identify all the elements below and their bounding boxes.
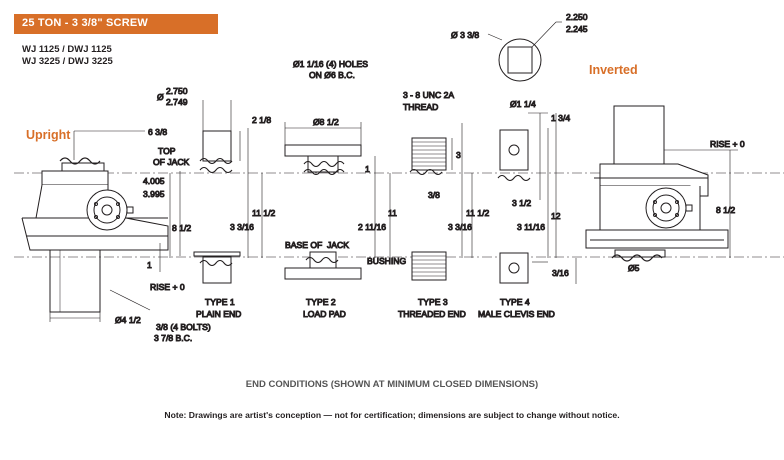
type2-dim-1: 1: [365, 164, 370, 174]
disclaimer-note: Note: Drawings are artist's conception —…: [164, 410, 620, 420]
upright-dim-8-1-2: 8 1/2: [172, 223, 191, 233]
type4-label-line1: TYPE 4: [500, 297, 530, 307]
type4-male-clevis-end: [497, 112, 557, 284]
bushing-label: BUSHING: [367, 256, 406, 266]
type3-dim-3-3-16: 3 3/16: [448, 222, 472, 232]
end-conditions-caption: END CONDITIONS (SHOWN AT MINIMUM CLOSED …: [245, 379, 539, 390]
type1-label-line1: TYPE 1: [205, 297, 235, 307]
type4-dim-dia-1-1-4: Ø1 1/4: [510, 99, 536, 109]
dim-3-995: 3.995: [143, 189, 165, 199]
dim-dia-4-1-2: Ø4 1/2: [115, 315, 141, 325]
type4-dim-3-1-2: 3 1/2: [512, 198, 531, 208]
header-bar: 25 TON - 3 3/8" SCREW: [14, 14, 218, 34]
type2-dim-11: 11: [388, 208, 397, 218]
type3-thread-line2: THREAD: [403, 102, 438, 112]
type2-holes-line2: ON Ø6 B.C.: [309, 70, 355, 80]
upright-jack: [21, 157, 169, 313]
dim-6-3-8: 6 3/8: [148, 127, 167, 137]
type2-dim-dia-8-1-2: Ø8 1/2: [313, 117, 339, 127]
top-of-jack-line2: OF JACK: [153, 157, 190, 167]
top-of-jack-line1: TOP: [158, 146, 176, 156]
type2-dim-2-11-16: 2 11/16: [358, 222, 386, 232]
type4-dim-1-3-4: 1 3/4: [551, 113, 570, 123]
type3-dim-3-8: 3/8: [428, 190, 440, 200]
type3-dim-11-1-2: 11 1/2: [466, 208, 489, 218]
model-numbers: WJ 1125 / DWJ 1125 WJ 3225 / DWJ 3225: [22, 44, 113, 68]
base-of-jack-line2: JACK: [327, 240, 349, 250]
top-view-dim-2-245: 2.245: [566, 24, 588, 34]
top-view-dim-2-250: 2.250: [566, 12, 588, 22]
type1-label-line2: PLAIN END: [196, 309, 241, 319]
type1-plain-end: [193, 100, 263, 284]
type2-label-line1: TYPE 2: [306, 297, 336, 307]
type1-dim-3-3-16: 3 3/16: [230, 222, 254, 232]
type1-dim-2-1-8: 2 1/8: [252, 115, 271, 125]
inverted-dim-3-16: 3/16: [552, 268, 569, 278]
bolt-circle-note: 3 7/8 B.C.: [154, 333, 192, 343]
upright-dimension-lines: [49, 130, 181, 322]
type3-thread-line1: 3 - 8 UNC 2A: [403, 90, 454, 100]
type3-label-line1: TYPE 3: [418, 297, 448, 307]
inverted-dim-dia-5: Ø5: [628, 263, 640, 273]
top-view-dim-3-3-8: Ø 3 3/8: [451, 30, 479, 40]
inverted-rise: RISE + 0: [710, 139, 745, 149]
inverted-dim-8-1-2: 8 1/2: [716, 205, 735, 215]
centerlines: [14, 172, 784, 258]
bolts-note: 3/8 (4 BOLTS): [156, 322, 211, 332]
type3-threaded-end: [409, 123, 473, 281]
type1-dia-bottom: 2.749: [166, 97, 188, 107]
inverted-jack: [575, 105, 738, 284]
upright-label: Upright: [26, 128, 71, 142]
top-view: [487, 21, 562, 82]
type1-dia-prefix: Ø: [157, 92, 164, 102]
upright-dim-1: 1: [147, 260, 152, 270]
dim-4-005: 4.005: [143, 176, 165, 186]
type3-dim-3: 3: [456, 150, 461, 160]
type4-label-line2: MALE CLEVIS END: [478, 309, 555, 319]
type2-holes-line1: Ø1 1/16 (4) HOLES: [293, 59, 368, 69]
type1-dia-top: 2.750: [166, 86, 188, 96]
type2-label-line2: LOAD PAD: [303, 309, 346, 319]
model-line-2: WJ 3225 / DWJ 3225: [22, 56, 113, 67]
type4-dim-3-11-16: 3 11/16: [517, 222, 545, 232]
inverted-label: Inverted: [589, 63, 638, 77]
model-line-1: WJ 1125 / DWJ 1125: [22, 44, 112, 55]
type1-dim-11-1-2: 11 1/2: [252, 208, 275, 218]
header-title: 25 TON - 3 3/8" SCREW: [22, 17, 148, 29]
type2-load-pad: [284, 122, 391, 280]
base-of-jack-line1: BASE OF: [285, 240, 322, 250]
type3-label-line2: THREADED END: [398, 309, 466, 319]
upright-rise: RISE + 0: [150, 282, 185, 292]
type4-dim-12: 12: [551, 211, 561, 221]
